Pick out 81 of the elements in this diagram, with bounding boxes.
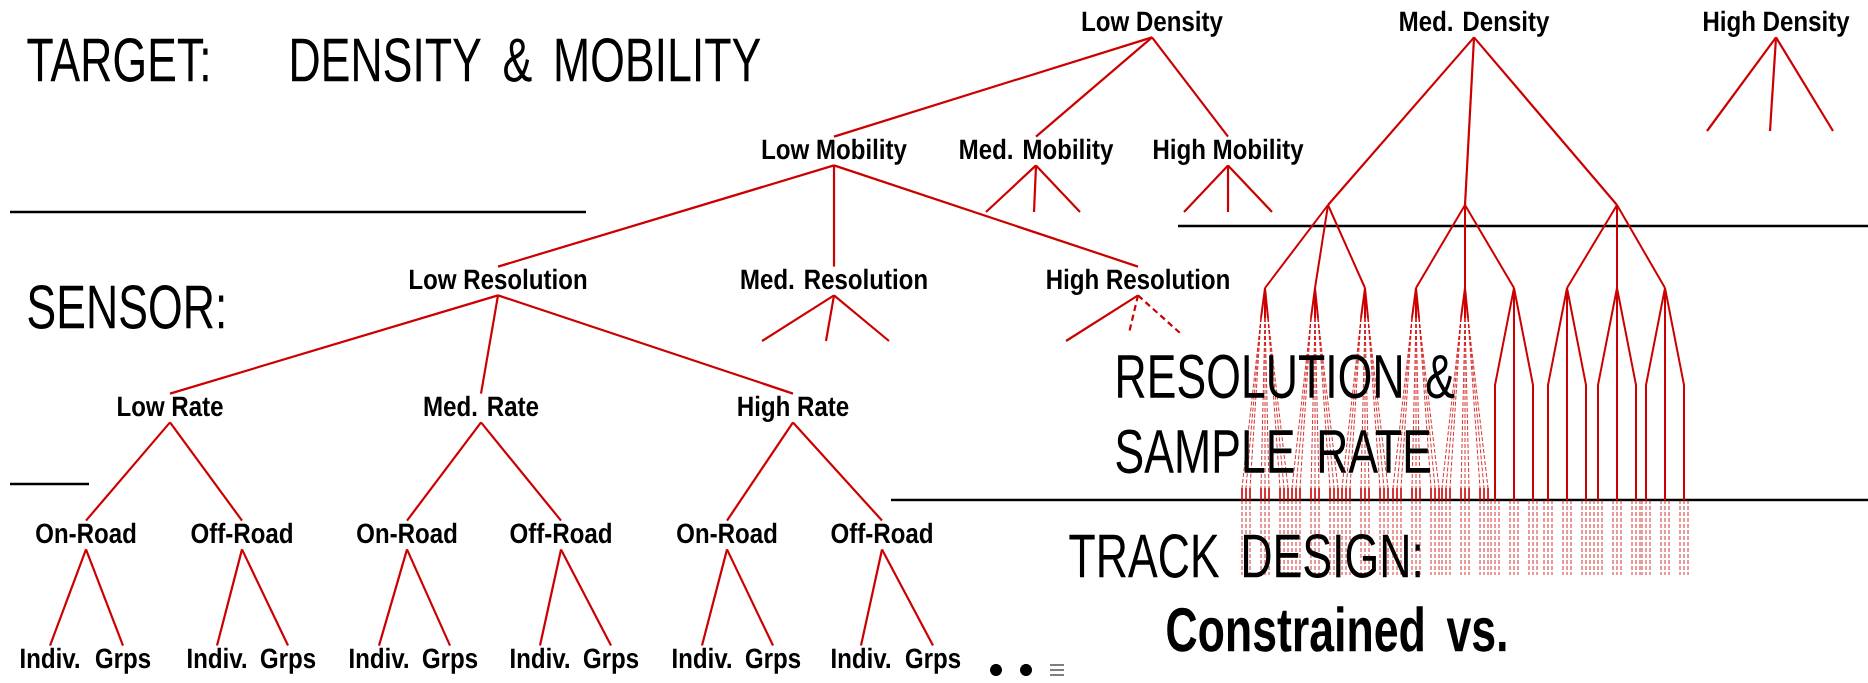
- branch-line: [726, 548, 774, 647]
- branch-line: [1065, 294, 1139, 342]
- section-heading: TARGET:: [27, 38, 208, 82]
- node-label: Off-Road: [831, 522, 932, 544]
- branch-line: [1473, 36, 1618, 206]
- branch-line: [833, 164, 1139, 268]
- branch-line: [726, 421, 794, 522]
- branch-line: [1035, 36, 1153, 138]
- node-label: Indiv.: [673, 647, 731, 669]
- branch-line: [985, 164, 1037, 213]
- node-label: Low Rate: [118, 396, 223, 417]
- branch-line: [1151, 36, 1229, 138]
- node-label: Off-Road: [191, 522, 292, 544]
- branch-line: [859, 549, 884, 646]
- node-label: Med. Mobility: [960, 138, 1114, 165]
- branch-line: [833, 294, 890, 342]
- branch-line: [1227, 164, 1273, 213]
- branch-line: [406, 548, 452, 647]
- branch-line: [761, 294, 835, 342]
- node-label: On-Road: [357, 522, 457, 544]
- branch-line: [1137, 294, 1181, 334]
- branch-line: [497, 294, 794, 395]
- branch-line: [1768, 37, 1778, 132]
- branch-line: [377, 549, 409, 646]
- branch-line: [824, 295, 836, 342]
- branch-line: [1775, 36, 1834, 132]
- section-heading: Constrained vs.: [1167, 606, 1506, 652]
- node-label: Indiv.: [832, 647, 890, 669]
- branch-line: [792, 421, 883, 522]
- branch-line: [1035, 164, 1081, 213]
- node-label: Med. Resolution: [741, 268, 927, 290]
- section-heading: TRACK DESIGN:: [1069, 534, 1420, 578]
- node-label: Med. Density: [1400, 10, 1550, 37]
- branch-line: [241, 548, 289, 647]
- branch-line: [1032, 165, 1038, 213]
- branch-line: [169, 421, 243, 522]
- node-label: Off-Road: [510, 522, 611, 544]
- branch-line: [832, 165, 836, 267]
- branch-line: [1127, 295, 1140, 334]
- branch-line: [169, 294, 499, 395]
- branch-line: [560, 548, 612, 647]
- section-heading: DENSITY & MOBILITY: [292, 38, 761, 82]
- branch-line: [1706, 36, 1777, 132]
- branch-line: [833, 36, 1153, 138]
- branch-line: [881, 548, 934, 647]
- node-label: High Mobility: [1154, 138, 1304, 165]
- section-heading: SENSOR:: [28, 285, 224, 329]
- node-label: Grps: [95, 648, 151, 674]
- node-label: Grps: [260, 648, 316, 674]
- node-label: Low Mobility: [762, 138, 907, 165]
- node-label: High Resolution: [1047, 268, 1229, 295]
- node-label: On-Road: [36, 522, 136, 544]
- node-label: Grps: [583, 648, 639, 674]
- node-label: High Density: [1704, 10, 1850, 37]
- node-label: High Rate: [738, 395, 849, 422]
- branch-line: [700, 549, 729, 646]
- node-label: Low Resolution: [410, 268, 587, 290]
- node-label: Indiv.: [350, 647, 408, 669]
- node-label: Grps: [905, 648, 961, 674]
- branch-line: [215, 549, 244, 646]
- node-label: Med. Rate: [424, 395, 539, 417]
- branch-line: [538, 549, 563, 646]
- branch-line: [85, 421, 171, 522]
- node-label: Grps: [745, 648, 801, 674]
- node-label: Indiv.: [511, 647, 569, 669]
- node-label: On-Road: [677, 522, 777, 544]
- node-label: Indiv.: [21, 647, 79, 669]
- branch-line: [1327, 36, 1475, 206]
- node-label: Low Density: [1082, 10, 1223, 37]
- branch-line: [497, 164, 835, 268]
- branch-line: [1463, 37, 1476, 206]
- node-label: Grps: [422, 648, 478, 674]
- branch-line: [406, 421, 482, 522]
- branch-line: [85, 549, 125, 646]
- section-heading: RESOLUTION & SAMPLE RATE: [1116, 354, 1455, 474]
- branch-line: [1183, 164, 1229, 213]
- branch-line: [480, 421, 562, 522]
- branch-line: [1226, 165, 1230, 212]
- node-label: Indiv.: [188, 647, 246, 669]
- branch-line: [479, 295, 500, 394]
- branch-line: [48, 549, 88, 646]
